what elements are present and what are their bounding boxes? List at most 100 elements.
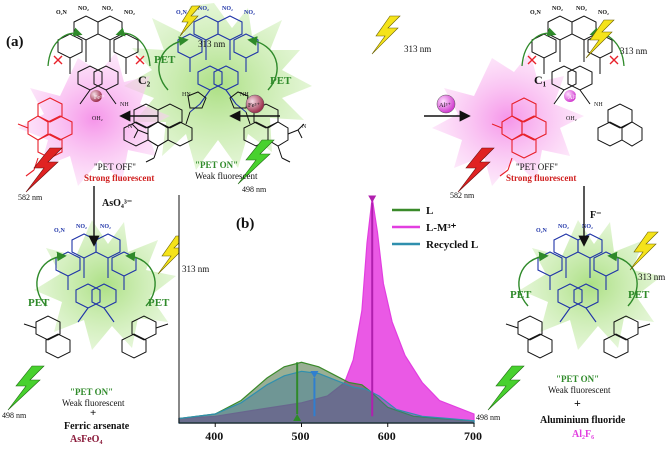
state-on-bottom-left: "PET ON" bbox=[70, 387, 113, 397]
no2-label: NO₂ bbox=[244, 10, 255, 16]
pet-label: PET bbox=[28, 297, 50, 309]
hn-label: HN bbox=[182, 92, 191, 98]
pet-label: PET bbox=[628, 289, 650, 301]
bolt-yellow-icon bbox=[179, 5, 201, 37]
chart-arrowhead-2 bbox=[368, 195, 377, 203]
x-tick-label: 600 bbox=[378, 429, 396, 443]
bolt-red-icon bbox=[25, 147, 63, 193]
nh-label: NH bbox=[120, 102, 129, 108]
pet-arrows bbox=[36, 36, 638, 307]
legend-label: L-M³⁺ bbox=[426, 222, 457, 234]
al-reagent-label: Al³⁺ bbox=[439, 102, 451, 109]
product-ferric: Ferric arsenate bbox=[64, 421, 130, 432]
no2-label: NO₂ bbox=[78, 6, 89, 12]
no2-label: O₂N bbox=[530, 10, 541, 16]
molecule-ligand-bottom-right: O₂N NO₂ NO₂ bbox=[505, 224, 651, 359]
al-ion-ball bbox=[564, 90, 576, 102]
uv-label-bottom-right: 313 nm bbox=[638, 272, 665, 282]
uv-label-bottom-left: 313 nm bbox=[182, 264, 209, 274]
no2-label: NO₂ bbox=[576, 6, 587, 12]
asO4-reagent-label: AsO₄³⁻ bbox=[102, 198, 132, 209]
legend-label: L bbox=[426, 205, 433, 217]
weak-bottom-right: Weak fluorescent bbox=[548, 385, 611, 395]
molecule-complex-c2: Fe³⁺ OH₂ O₂N NO₂ NO₂ NO₂ NH bbox=[17, 6, 169, 177]
fe-reagent-label: Fe³⁺ bbox=[248, 102, 260, 109]
al-ion-label: Al³⁺ bbox=[568, 94, 579, 101]
product-alum: Aluminium fluoride bbox=[540, 415, 626, 426]
emission-label-bottom-left: 498 nm bbox=[2, 411, 27, 420]
no2-label: NO₂ bbox=[582, 224, 593, 230]
bolt-green-icon bbox=[7, 365, 45, 411]
x-tick-label: 500 bbox=[291, 429, 309, 443]
fe-ion-ball bbox=[90, 90, 102, 102]
state-on-center: "PET ON" bbox=[195, 160, 238, 170]
plus-left: + bbox=[90, 407, 96, 419]
no2-label: NO₂ bbox=[198, 6, 209, 12]
strong-c2: Strong fluorescent bbox=[84, 173, 154, 183]
state-on-bottom-right: "PET ON" bbox=[556, 374, 599, 384]
no2-label: NO₂ bbox=[100, 224, 111, 230]
panel-label-a: (a) bbox=[6, 34, 24, 50]
no2-label: NO₂ bbox=[222, 6, 233, 12]
no2-label: NO₂ bbox=[558, 224, 569, 230]
molecule-ligand-bottom-left: O₂N NO₂ NO₂ bbox=[23, 224, 169, 359]
bolt-red-icon bbox=[457, 147, 495, 193]
bolt-green-icon bbox=[237, 139, 275, 185]
fe-ion-label: Fe³⁺ bbox=[94, 94, 105, 101]
product-alum-formula: Al₂F₆ bbox=[572, 429, 594, 440]
bolt-green-icon bbox=[487, 365, 525, 411]
strong-c1: Strong fluorescent bbox=[506, 173, 576, 183]
emission-label-bottom-right: 498 nm bbox=[476, 413, 501, 422]
f-reagent-label: F⁻ bbox=[590, 210, 601, 221]
no2-label: NO₂ bbox=[598, 10, 609, 16]
series-area-0 bbox=[178, 361, 475, 424]
no2-label: NO₂ bbox=[102, 6, 113, 12]
n-label: N bbox=[128, 124, 133, 130]
nh-label: NH bbox=[594, 102, 603, 108]
chart-legend: L L-M³⁺ Recycled L bbox=[392, 205, 478, 251]
no2-label: O₂N bbox=[54, 228, 65, 234]
x-tick-label: 700 bbox=[464, 429, 482, 443]
state-off-c1: "PET OFF" bbox=[516, 162, 558, 172]
product-ferric-formula: AsFeO₄ bbox=[70, 434, 102, 445]
pet-label: PET bbox=[148, 297, 170, 309]
bolt-yellow-icon bbox=[585, 19, 615, 59]
no2-label: O₂N bbox=[176, 10, 187, 16]
emission-label-center: 498 nm bbox=[242, 185, 267, 194]
al-ion-reagent: Al³⁺ bbox=[436, 94, 456, 114]
pet-label: PET bbox=[270, 75, 292, 87]
nh-label: NH bbox=[240, 92, 249, 98]
molecule-ligand-center: O₂N NO₂ NO₂ NO₂ HN NH N N bbox=[128, 6, 307, 163]
bolt-yellow-icon bbox=[371, 15, 401, 55]
weak-center: Weak fluorescent bbox=[195, 171, 258, 181]
oh2-label: OH₂ bbox=[566, 116, 577, 122]
chart-arrowhead-1 bbox=[310, 371, 319, 378]
fe-ion-reagent: Fe³⁺ bbox=[245, 94, 265, 114]
glow-bottom-right bbox=[520, 220, 662, 350]
bolt-yellow-icon bbox=[629, 231, 659, 271]
no2-label: NO₂ bbox=[552, 6, 563, 12]
legend-label: Recycled L bbox=[426, 239, 478, 251]
complex-label-c1: C₁ bbox=[534, 73, 547, 87]
complex-label-c2: C₂ bbox=[138, 73, 151, 87]
chart-arrowhead-0 bbox=[293, 414, 302, 421]
no2-label: NO₂ bbox=[76, 224, 87, 230]
series-area-2 bbox=[178, 370, 475, 424]
plus-right: + bbox=[574, 396, 581, 410]
weak-bottom-left: Weak fluorescent bbox=[62, 398, 125, 408]
emission-label-c1: 582 nm bbox=[450, 191, 475, 200]
uv-label-c1: 313 nm bbox=[620, 46, 647, 56]
oh2-label: OH₂ bbox=[92, 116, 103, 122]
emission-label-c2: 582 nm bbox=[18, 193, 43, 202]
no2-label: O₂N bbox=[536, 228, 547, 234]
no2-label: O₂N bbox=[56, 10, 67, 16]
uv-label-c2: 313 nm bbox=[198, 39, 225, 49]
state-off-c2: "PET OFF" bbox=[94, 162, 136, 172]
pet-label: PET bbox=[154, 54, 176, 66]
no2-label: NO₂ bbox=[124, 10, 135, 16]
reaction-arrows bbox=[88, 110, 590, 247]
n-label: N bbox=[302, 124, 307, 130]
